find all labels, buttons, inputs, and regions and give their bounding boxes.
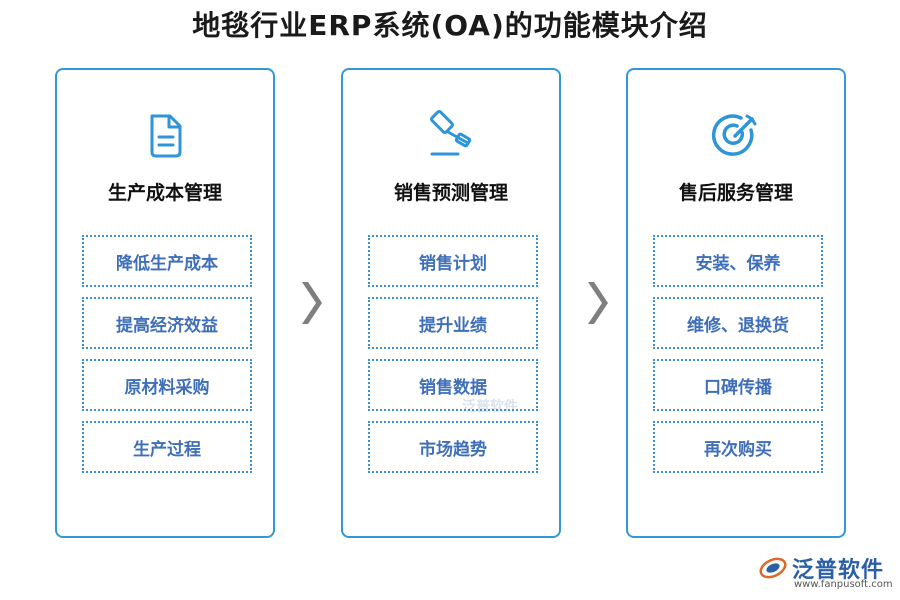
list-item: 生产过程 [82,421,252,473]
target-icon [628,108,844,162]
list-item: 维修、退换货 [653,297,823,349]
logo-brand: 泛普软件 [792,558,885,583]
list-item: 销售数据 [368,359,538,411]
list-item: 原材料采购 [82,359,252,411]
card-title: 销售预测管理 [393,182,508,204]
watermark: 泛普软件 [462,399,518,415]
brand-logo: 泛普软件 www.fanpusoft.com [758,550,893,596]
page-title: 地毯行业ERP系统(OA)的功能模块介绍 [192,9,708,42]
document-icon [57,108,273,162]
card-title: 售后服务管理 [678,182,793,204]
list-item: 提升业绩 [368,297,538,349]
chevron-right-icon [298,278,322,328]
list-item: 市场趋势 [368,421,538,473]
logo-url: www.fanpusoft.com [794,579,893,590]
module-card-production-cost: 生产成本管理 降低生产成本 提高经济效益 原材料采购 生产过程 [55,68,275,538]
list-item: 降低生产成本 [82,235,252,287]
list-item: 再次购买 [653,421,823,473]
module-card-after-sales: 售后服务管理 安装、保养 维修、退换货 口碑传播 再次购买 [626,68,846,538]
list-item: 提高经济效益 [82,297,252,349]
list-item: 销售计划 [368,235,538,287]
card-title: 生产成本管理 [107,182,222,204]
auction-hammer-icon [343,108,559,162]
module-card-sales-forecast: 销售预测管理 销售计划 提升业绩 销售数据 市场趋势 [341,68,561,538]
logo-icon [759,557,787,579]
list-item: 口碑传播 [653,359,823,411]
list-item: 安装、保养 [653,235,823,287]
chevron-right-icon [584,278,608,328]
